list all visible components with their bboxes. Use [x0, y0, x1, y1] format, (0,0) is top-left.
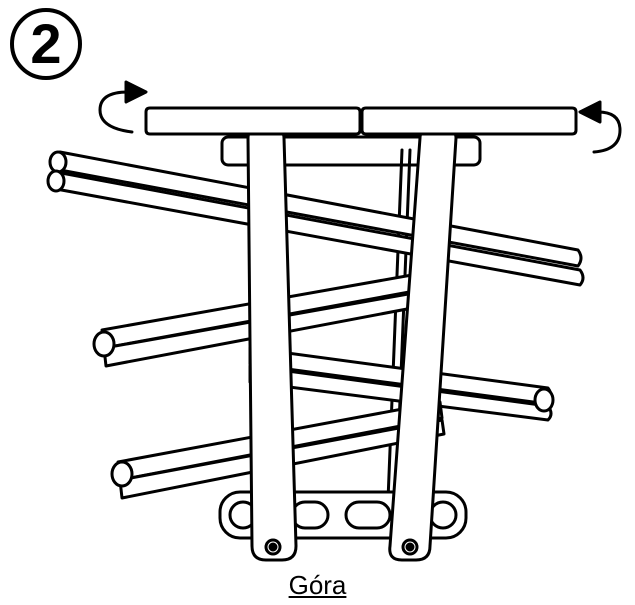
- top-crossbar: [220, 135, 482, 167]
- top-right-panel: [360, 106, 578, 136]
- step-badge-ring: [10, 8, 82, 80]
- step-number: 2: [30, 12, 62, 75]
- drying-rail-1: [46, 150, 585, 287]
- top-left-panel: [144, 106, 362, 136]
- rotate-right-arrow-icon: [578, 100, 622, 154]
- caption-label: Góra: [288, 570, 347, 600]
- step-number-badge: 2: [10, 8, 82, 80]
- rotate-left-arrow-icon: [98, 80, 148, 134]
